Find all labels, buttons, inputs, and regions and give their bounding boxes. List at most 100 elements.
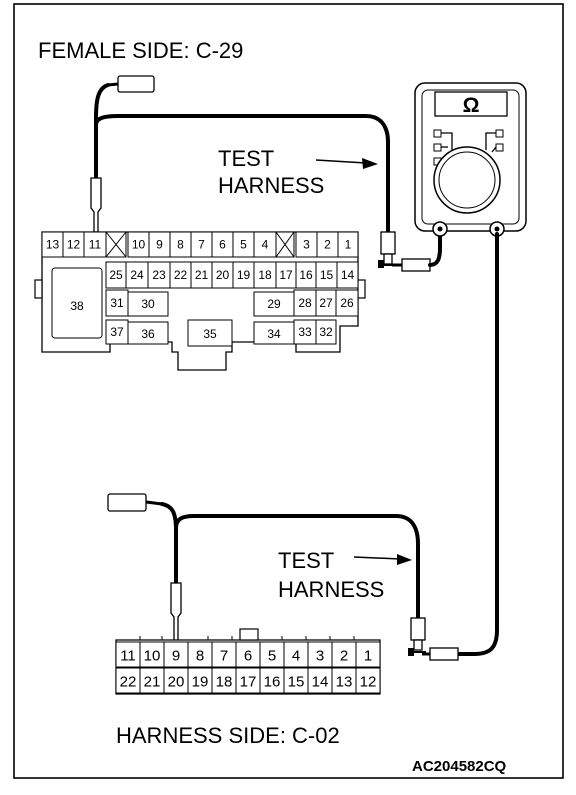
pin-16: 16 xyxy=(299,268,313,282)
pin-7: 7 xyxy=(198,238,205,252)
pin-cell xyxy=(187,667,213,694)
harness-plug-icon xyxy=(107,493,147,512)
pin-14: 14 xyxy=(341,268,355,282)
pin-18: 18 xyxy=(216,674,233,691)
pin-28: 28 xyxy=(298,296,312,310)
harness-wire xyxy=(174,514,420,622)
pin-17: 17 xyxy=(279,268,293,282)
pin-cell xyxy=(163,667,189,694)
pin-37: 37 xyxy=(110,325,124,339)
pin-cell xyxy=(336,261,359,289)
pin-cell xyxy=(235,641,261,668)
meter-display xyxy=(434,91,508,117)
figure-code: AC204582CQ xyxy=(412,758,507,775)
probe-clip-icon xyxy=(380,231,396,255)
pin-20: 20 xyxy=(216,268,230,282)
pin-26: 26 xyxy=(340,296,354,310)
pin-3: 3 xyxy=(303,238,310,252)
harness-plug-icon xyxy=(117,75,155,93)
pin-5: 5 xyxy=(268,648,276,665)
pin-12: 12 xyxy=(360,674,377,691)
pin-35: 35 xyxy=(203,327,217,341)
test-harness-bottom-line2: HARNESS xyxy=(278,577,384,602)
blank-position-icon xyxy=(275,231,295,258)
pin-3: 3 xyxy=(316,648,324,665)
pin-20: 20 xyxy=(168,674,185,691)
probe-clip-icon xyxy=(410,617,426,641)
pin-6: 6 xyxy=(219,238,226,252)
pin-cell xyxy=(331,641,357,668)
pin-10: 10 xyxy=(132,238,146,252)
pin-4: 4 xyxy=(292,648,300,665)
pin-cell xyxy=(307,667,333,694)
pin-cell xyxy=(337,231,359,258)
pin-cell xyxy=(139,667,165,694)
pin-36: 36 xyxy=(141,327,155,341)
probe-icon xyxy=(90,177,102,233)
pin-cell xyxy=(259,641,285,668)
pin-8: 8 xyxy=(196,648,204,665)
pin-9: 9 xyxy=(172,648,180,665)
pin-15: 15 xyxy=(320,268,334,282)
pin-9: 9 xyxy=(156,238,163,252)
pin-2: 2 xyxy=(340,648,348,665)
test-harness-bottom-line1: TEST xyxy=(278,548,334,573)
ohm-symbol: Ω xyxy=(463,94,480,117)
pin-21: 21 xyxy=(144,674,161,691)
pin-5: 5 xyxy=(240,238,247,252)
pin-31: 31 xyxy=(110,296,124,310)
pin-22: 22 xyxy=(120,674,137,691)
blank-position-icon xyxy=(105,231,127,258)
connector-c02-key xyxy=(239,628,259,641)
pin-16: 16 xyxy=(264,674,281,691)
pin-21: 21 xyxy=(195,268,209,282)
meter-dial xyxy=(433,146,501,214)
pin-29: 29 xyxy=(267,297,281,311)
pin-19: 19 xyxy=(192,674,209,691)
pin-cell xyxy=(163,641,189,668)
pin-19: 19 xyxy=(237,268,251,282)
pin-25: 25 xyxy=(109,268,123,282)
pin-10: 10 xyxy=(144,648,161,665)
pin-1: 1 xyxy=(364,648,372,665)
pin-33: 33 xyxy=(298,325,312,339)
harness-wire xyxy=(94,114,390,235)
pin-23: 23 xyxy=(152,268,166,282)
pin-cell xyxy=(211,641,237,668)
pin-34: 34 xyxy=(267,327,281,341)
pin-11: 11 xyxy=(89,238,102,252)
pin-13: 13 xyxy=(336,674,353,691)
arrow-icon-bottom xyxy=(353,554,412,565)
pin-12: 12 xyxy=(67,238,81,252)
pin-32: 32 xyxy=(319,325,333,339)
harness-wire xyxy=(160,502,178,587)
harness-side-label: HARNESS SIDE: C-02 xyxy=(116,723,340,748)
arrow-icon-top xyxy=(315,158,378,169)
pin-17: 17 xyxy=(240,674,257,691)
pin-cell xyxy=(115,667,141,694)
figure-border xyxy=(13,3,564,779)
test-harness-top xyxy=(90,75,442,272)
test-harness-top-line1: TEST xyxy=(218,146,274,171)
pin-cell xyxy=(307,641,333,668)
female-side-label: FEMALE SIDE: C-29 xyxy=(38,38,243,63)
pin-11: 11 xyxy=(120,648,136,665)
pin-6: 6 xyxy=(244,648,252,665)
pin-30: 30 xyxy=(141,297,155,311)
pin-4: 4 xyxy=(262,238,269,252)
test-harness-bottom xyxy=(107,493,459,661)
meter-lead-right xyxy=(450,232,499,656)
pin-cell xyxy=(283,667,309,694)
pin-18: 18 xyxy=(258,268,272,282)
pin-1: 1 xyxy=(345,238,352,252)
pin-38: 38 xyxy=(70,299,84,313)
pin-15: 15 xyxy=(288,674,305,691)
